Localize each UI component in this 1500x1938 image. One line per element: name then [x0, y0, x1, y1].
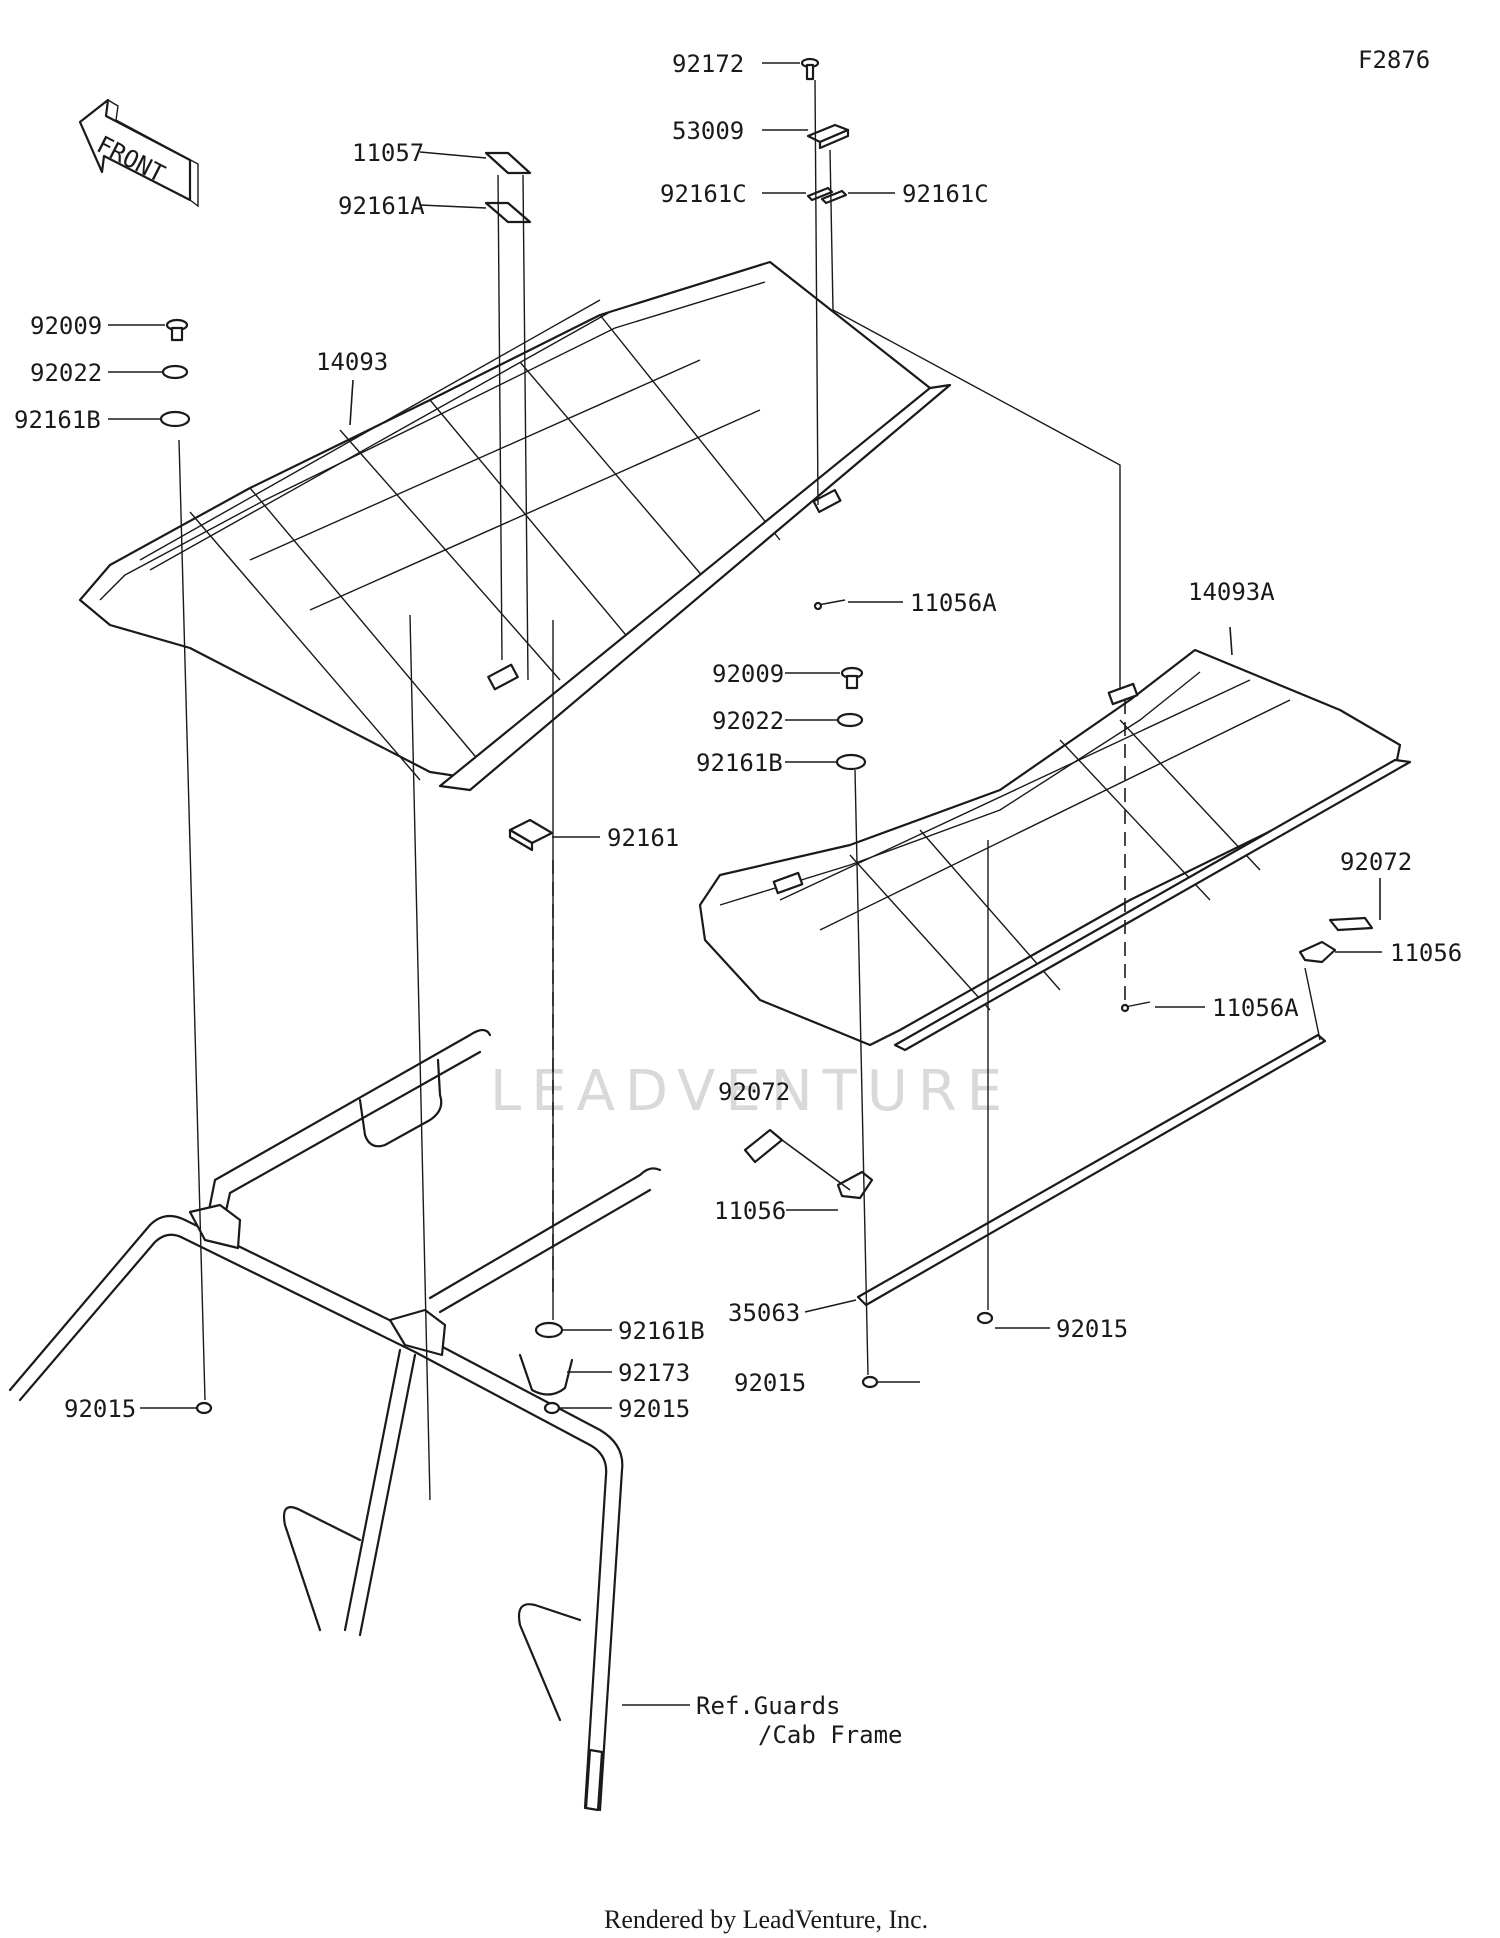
callout-53009: 53009: [672, 117, 744, 145]
callout-92009-right: 92009: [712, 660, 784, 688]
leader-lines: [108, 62, 1382, 1706]
nut-92015-mid: [861, 1375, 879, 1389]
watermark-text: LEADVENTURE: [490, 1059, 1012, 1124]
clamp-92173: [518, 1353, 574, 1396]
washer-92161B-bottom: [534, 1321, 564, 1339]
callout-92015-bottom: 92015: [618, 1395, 690, 1423]
callout-labels: 92172 53009 92161C 92161C 11057 92161A 9…: [14, 50, 1462, 1749]
bracket-11057: [484, 151, 532, 175]
callout-11056-right: 11056: [1390, 939, 1462, 967]
bracket-11056-right: [1298, 940, 1337, 964]
bolt-92009-left: [165, 318, 189, 342]
plate-53009: [806, 123, 850, 150]
figure-id: F2876: [1358, 46, 1430, 74]
callout-11056A-mid: 11056A: [1212, 994, 1299, 1022]
callout-11056-left: 11056: [714, 1197, 786, 1225]
callout-92072-right: 92072: [1340, 848, 1412, 876]
callout-14093: 14093: [316, 348, 388, 376]
nut-92015-bottom: [543, 1401, 561, 1415]
callout-92161: 92161: [607, 824, 679, 852]
clip-92072-left: [743, 1128, 784, 1164]
callout-11056A-top: 11056A: [910, 589, 997, 617]
shims-92161C: [806, 186, 848, 205]
callout-92072-left: 92072: [718, 1078, 790, 1106]
bolt-92009-right: [840, 666, 864, 690]
pin-11056A-mid: [1120, 1001, 1151, 1013]
washer-92022-left: [161, 364, 189, 380]
callout-ref-cab-frame: /Cab Frame: [758, 1721, 903, 1749]
callout-92009-left: 92009: [30, 312, 102, 340]
callout-92173: 92173: [618, 1359, 690, 1387]
clip-92072-right: [1328, 916, 1374, 932]
nut-92015-right: [976, 1311, 994, 1325]
footer-credit: Rendered by LeadVenture, Inc.: [604, 1905, 928, 1934]
washer-92161B-right: [835, 753, 867, 771]
assembly-lines: [178, 79, 1321, 1501]
callout-14093A: 14093A: [1188, 578, 1275, 606]
washer-92161B-left: [159, 410, 191, 428]
callout-92022-right: 92022: [712, 707, 784, 735]
callout-92172: 92172: [672, 50, 744, 78]
callout-92015-right: 92015: [1056, 1315, 1128, 1343]
nut-92015-left: [195, 1401, 213, 1415]
callout-92161B-left: 92161B: [14, 406, 101, 434]
shim-92161A: [484, 201, 532, 224]
callout-92161B-bottom: 92161B: [618, 1317, 705, 1345]
roof-panel-14093A: [698, 648, 1412, 1052]
callout-92161A: 92161A: [338, 192, 425, 220]
callout-92015-mid: 92015: [734, 1369, 806, 1397]
bolt-92172: [800, 57, 820, 81]
roof-panel-14093: [78, 260, 952, 792]
callout-92022-left: 92022: [30, 359, 102, 387]
pad-92161: [508, 818, 554, 852]
rail-35063: [856, 1033, 1327, 1307]
callout-11057: 11057: [352, 139, 424, 167]
front-arrow-icon: FRONT: [78, 98, 199, 208]
callout-92015-left: 92015: [64, 1395, 136, 1423]
callout-35063: 35063: [728, 1299, 800, 1327]
callout-ref-guards: Ref.Guards: [696, 1692, 841, 1720]
cab-frame: [8, 1028, 662, 1812]
washer-92022-right: [836, 712, 864, 728]
callout-92161B-right: 92161B: [696, 749, 783, 777]
pin-11056A-top: [813, 599, 846, 611]
callout-92161C-left: 92161C: [660, 180, 747, 208]
callout-92161C-right: 92161C: [902, 180, 989, 208]
